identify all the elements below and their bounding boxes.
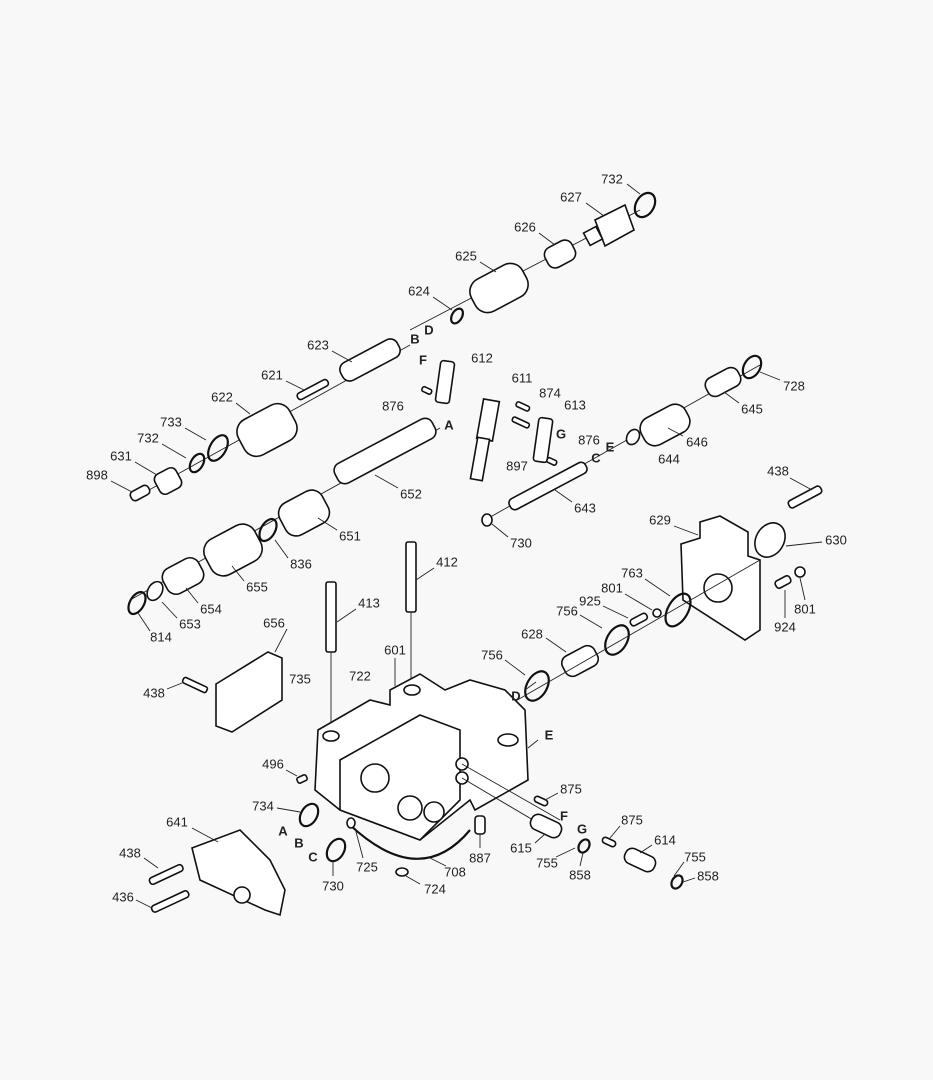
leader-lines — [110, 183, 823, 909]
part-callout-614: 614 — [654, 832, 676, 848]
connection-marker-c: C — [308, 849, 318, 865]
part-callout-874: 874 — [539, 385, 561, 401]
part-callout-924: 924 — [774, 619, 796, 635]
connection-marker-a: A — [278, 823, 288, 839]
part-callout-876: 876 — [578, 432, 600, 448]
part-callout-612: 612 — [471, 350, 493, 366]
part-callout-836: 836 — [290, 556, 312, 572]
part-callout-722: 722 — [349, 668, 371, 684]
part-callout-875: 875 — [621, 812, 643, 828]
upper-spool-assembly — [409, 191, 657, 331]
part-callout-412: 412 — [436, 554, 458, 570]
connection-marker-b: B — [410, 331, 420, 347]
part-callout-601: 601 — [384, 642, 406, 658]
part-callout-735: 735 — [289, 671, 311, 687]
part-callout-925: 925 — [579, 593, 601, 609]
part-callout-897: 897 — [506, 458, 528, 474]
part-callout-733: 733 — [160, 414, 182, 430]
part-callout-436: 436 — [112, 889, 134, 905]
part-callout-725: 725 — [356, 859, 378, 875]
connection-marker-a: A — [444, 417, 454, 433]
part-callout-898: 898 — [86, 467, 108, 483]
part-callout-438: 438 — [143, 685, 165, 701]
part-callout-728: 728 — [783, 378, 805, 394]
part-callout-413: 413 — [358, 595, 380, 611]
part-callout-625: 625 — [455, 248, 477, 264]
left-spool-assembly — [129, 338, 411, 502]
lever-assembly — [421, 359, 558, 482]
middle-spool-assembly — [127, 417, 441, 616]
part-callout-887: 887 — [469, 850, 491, 866]
connection-marker-g: G — [555, 426, 567, 442]
part-callout-756: 756 — [556, 603, 578, 619]
part-callout-438: 438 — [119, 845, 141, 861]
part-callout-801: 801 — [794, 601, 816, 617]
cover-and-bolts — [181, 541, 417, 740]
part-callout-755: 755 — [536, 855, 558, 871]
part-callout-651: 651 — [339, 528, 361, 544]
end-cap-assembly — [499, 485, 823, 711]
part-callout-438: 438 — [767, 463, 789, 479]
part-callout-613: 613 — [564, 397, 586, 413]
part-callout-652: 652 — [400, 486, 422, 502]
connection-marker-f: F — [419, 352, 427, 368]
part-callout-858: 858 — [697, 868, 719, 884]
part-callout-732: 732 — [601, 171, 623, 187]
part-callout-876: 876 — [382, 398, 404, 414]
part-callout-756: 756 — [481, 647, 503, 663]
part-callout-628: 628 — [521, 626, 543, 642]
connection-marker-f: F — [560, 808, 568, 824]
part-callout-724: 724 — [424, 881, 446, 897]
connection-marker-e: E — [605, 439, 615, 455]
part-callout-858: 858 — [569, 867, 591, 883]
part-callout-644: 644 — [658, 451, 680, 467]
part-callout-630: 630 — [825, 532, 847, 548]
part-callout-734: 734 — [252, 798, 274, 814]
part-callout-730: 730 — [510, 535, 532, 551]
connection-marker-d: D — [424, 322, 434, 338]
part-callout-615: 615 — [510, 840, 532, 856]
part-callout-643: 643 — [574, 500, 596, 516]
part-callout-621: 621 — [261, 367, 283, 383]
part-callout-627: 627 — [560, 189, 582, 205]
part-callout-629: 629 — [649, 512, 671, 528]
part-callout-626: 626 — [514, 219, 536, 235]
side-cover-assembly — [148, 829, 286, 917]
part-callout-655: 655 — [246, 579, 268, 595]
valve-housing — [314, 673, 529, 860]
bottom-seals — [296, 763, 684, 890]
connection-marker-e: E — [544, 727, 554, 743]
part-callout-763: 763 — [621, 565, 643, 581]
part-callout-656: 656 — [263, 615, 285, 631]
part-callout-624: 624 — [408, 283, 430, 299]
connection-marker-b: B — [294, 835, 304, 851]
part-callout-641: 641 — [166, 814, 188, 830]
part-callout-708: 708 — [444, 864, 466, 880]
part-callout-653: 653 — [179, 616, 201, 632]
part-callout-631: 631 — [110, 448, 132, 464]
connection-marker-d: D — [511, 688, 521, 704]
part-callout-814: 814 — [150, 629, 172, 645]
part-callout-730: 730 — [322, 878, 344, 894]
part-callout-645: 645 — [741, 401, 763, 417]
part-callout-732: 732 — [137, 430, 159, 446]
part-callout-623: 623 — [307, 337, 329, 353]
part-callout-875: 875 — [560, 781, 582, 797]
part-callout-496: 496 — [262, 756, 284, 772]
part-callout-622: 622 — [211, 389, 233, 405]
right-spool-assembly — [481, 354, 763, 527]
part-callout-801: 801 — [601, 580, 623, 596]
connection-marker-g: G — [576, 821, 588, 837]
part-callout-646: 646 — [686, 434, 708, 450]
part-callout-654: 654 — [200, 601, 222, 617]
part-callout-755: 755 — [684, 849, 706, 865]
connection-marker-c: C — [591, 450, 601, 466]
part-callout-611: 611 — [511, 370, 533, 386]
